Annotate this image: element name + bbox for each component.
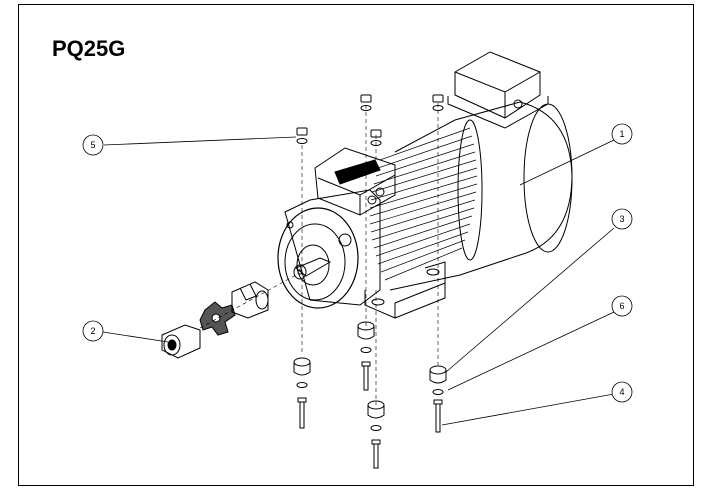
callout-1-label: 1 <box>619 129 624 139</box>
drawing-frame <box>18 4 694 486</box>
motor-assembly <box>277 51 573 319</box>
callout-6-label: 6 <box>619 301 624 311</box>
callout-5-label: 5 <box>90 140 95 150</box>
coupling-parts <box>161 281 269 359</box>
callout-4-label: 4 <box>619 387 624 397</box>
coupling-axis-line <box>199 274 297 329</box>
brake-box <box>314 147 396 216</box>
callout-2: 2 <box>82 320 104 342</box>
callout-6: 6 <box>611 295 633 317</box>
callout-leaders <box>102 136 615 426</box>
motor-feet <box>364 261 446 319</box>
lower-fasteners <box>293 321 447 469</box>
callout-3-label: 3 <box>619 214 624 224</box>
cooling-fins <box>369 127 478 281</box>
drawing-title: PQ25G <box>52 36 126 61</box>
callout-3: 3 <box>611 208 633 230</box>
callout-5: 5 <box>82 134 104 156</box>
callout-2-label: 2 <box>90 326 95 336</box>
callout-1: 1 <box>611 123 633 145</box>
callout-4: 4 <box>611 381 633 403</box>
terminal-box <box>447 51 549 129</box>
assembly-axis-lines <box>301 103 439 405</box>
top-nuts <box>296 94 444 146</box>
